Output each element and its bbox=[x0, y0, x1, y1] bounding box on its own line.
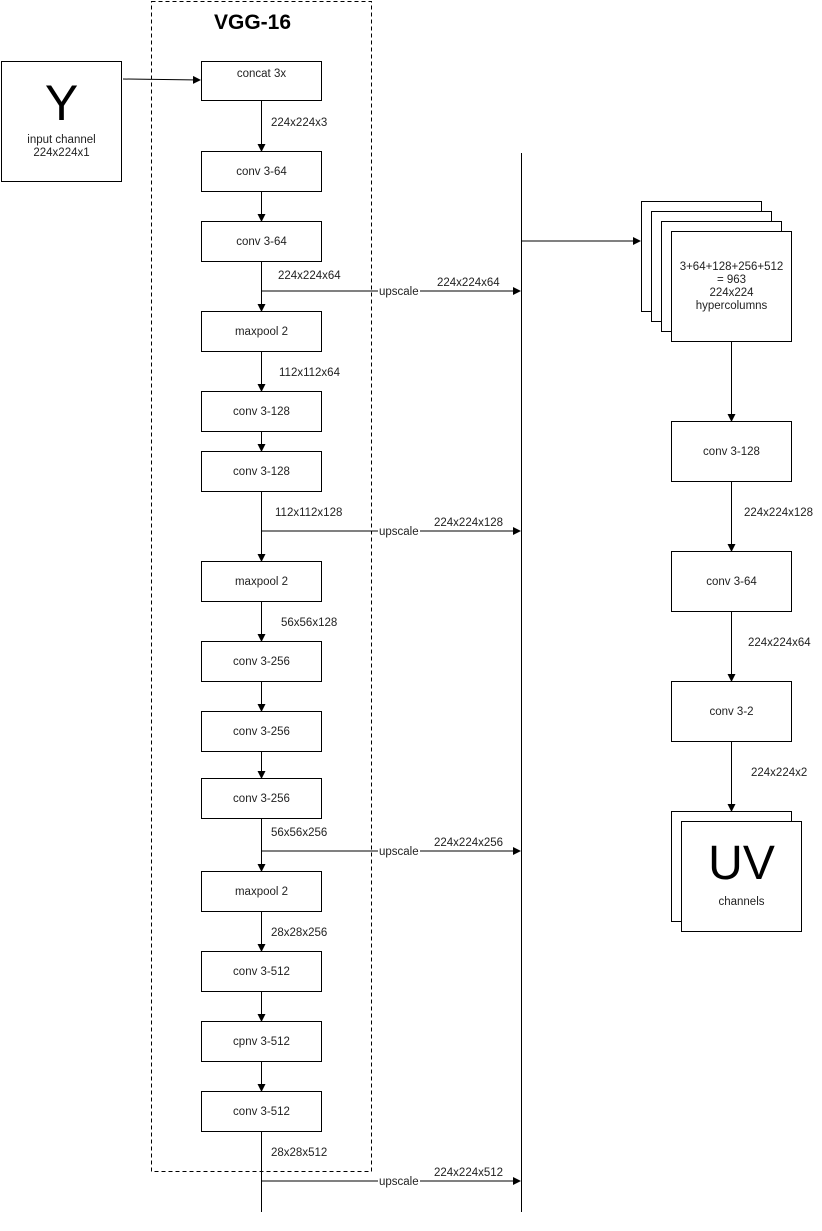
input-to-concat-arrow bbox=[122, 75, 201, 84]
tensor-size-label: 224x224x3 bbox=[271, 117, 328, 129]
upscale-size-label: 224x224x256 bbox=[434, 837, 504, 849]
uv-output-box: UV channels bbox=[681, 821, 802, 932]
hypercolumns-sum: 3+64+128+256+512 bbox=[679, 260, 784, 273]
vgg-layer-box: conv 3-256 bbox=[201, 711, 322, 752]
upscale-size-label: 224x224x128 bbox=[434, 517, 504, 529]
vgg-layer-box: conv 3-512 bbox=[201, 1091, 322, 1132]
upscale-label: upscale bbox=[378, 1175, 420, 1189]
upscale-size-label: 224x224x64 bbox=[437, 277, 500, 289]
tensor-size-label: 28x28x256 bbox=[271, 927, 328, 939]
input-size-label: 224x224x1 bbox=[33, 146, 90, 159]
upscale-size-label: 224x224x512 bbox=[434, 1167, 504, 1179]
input-y-box: Y input channel 224x224x1 bbox=[1, 61, 122, 182]
head-layer-box: conv 3-64 bbox=[671, 551, 792, 612]
tensor-size-label: 56x56x128 bbox=[281, 617, 338, 629]
uv-channels-label: channels bbox=[718, 896, 765, 908]
head-size-label: 224x224x128 bbox=[744, 507, 814, 519]
vgg-layer-box: maxpool 2 bbox=[201, 871, 322, 912]
vgg-layer-box: conv 3-256 bbox=[201, 641, 322, 682]
vgg-layer-box: conv 3-64 bbox=[201, 151, 322, 192]
vgg-layer-box: conv 3-128 bbox=[201, 451, 322, 492]
vgg-layer-box: cpnv 3-512 bbox=[201, 1021, 322, 1062]
tensor-size-label: 224x224x64 bbox=[278, 270, 341, 282]
vgg-layer-box: conv 3-512 bbox=[201, 951, 322, 992]
head-size-label: 224x224x64 bbox=[748, 637, 811, 649]
vgg-layer-box: conv 3-64 bbox=[201, 221, 322, 262]
hypercolumns-label: hypercolumns bbox=[695, 299, 768, 312]
tensor-size-label: 112x112x64 bbox=[279, 367, 340, 379]
upscale-label: upscale bbox=[378, 525, 420, 539]
head-layer-box: conv 3-128 bbox=[671, 421, 792, 482]
tensor-size-label: 112x112x128 bbox=[275, 507, 343, 519]
tensor-size-label: 28x28x512 bbox=[271, 1147, 328, 1159]
input-y-letter: Y bbox=[44, 74, 79, 131]
vgg-layer-box: maxpool 2 bbox=[201, 561, 322, 602]
hypercolumns-size: 224x224 bbox=[709, 286, 754, 299]
upscale-label: upscale bbox=[378, 285, 420, 299]
hypercolumns-total: = 963 bbox=[716, 273, 747, 286]
tensor-size-label: 56x56x256 bbox=[271, 827, 328, 839]
input-channel-label: input channel bbox=[27, 133, 96, 146]
vgg-layer-box: concat 3x bbox=[201, 61, 322, 101]
vgg-layer-box: maxpool 2 bbox=[201, 311, 322, 352]
vgg-layer-box: conv 3-256 bbox=[201, 778, 322, 819]
head-layer-box: conv 3-2 bbox=[671, 681, 792, 742]
head-size-label: 224x224x2 bbox=[751, 767, 808, 779]
vgg-layer-box: conv 3-128 bbox=[201, 391, 322, 432]
uv-letters: UV bbox=[708, 837, 775, 890]
upscale-label: upscale bbox=[378, 845, 420, 859]
vgg16-title: VGG-16 bbox=[214, 11, 292, 34]
hypercolumns-box: 3+64+128+256+512 = 963 224x224 hypercolu… bbox=[671, 231, 792, 342]
